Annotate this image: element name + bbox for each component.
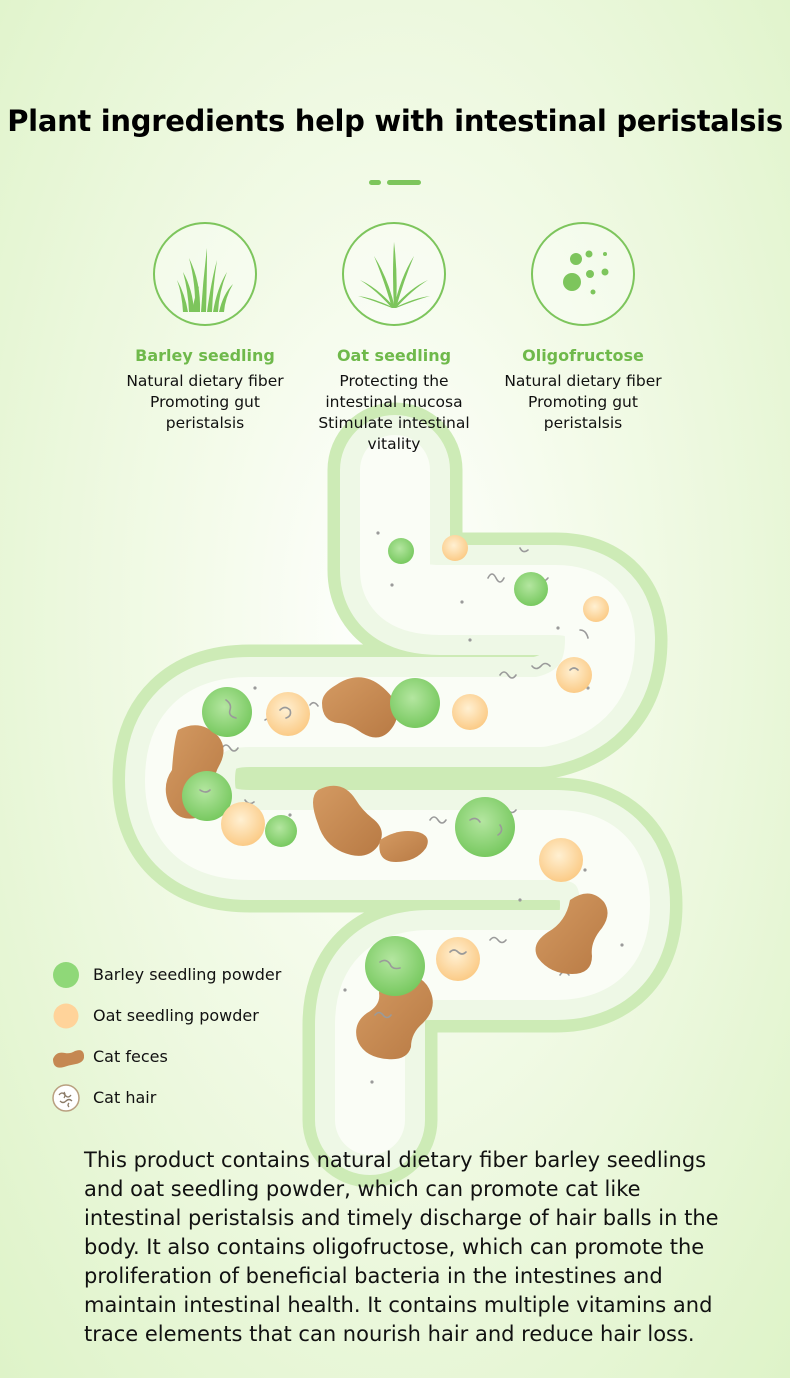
legend-item-feces: Cat feces <box>50 1036 281 1077</box>
ingredient-name: Oat seedling <box>336 346 452 365</box>
title-divider-short <box>369 180 381 185</box>
oat-powder-group <box>221 535 609 981</box>
oat-powder-particle-4 <box>266 692 310 736</box>
barley-powder-group <box>182 538 548 996</box>
ingredient-name: Oligofructose <box>522 346 644 365</box>
product-description: This product contains natural dietary fi… <box>84 1148 719 1346</box>
ingredient-oat-seedling: Oat seedling Protecting the intestinal m… <box>289 222 499 455</box>
cat-feces-4 <box>379 831 428 862</box>
ingredient-oligofructose: Oligofructose Natural dietary fiber Prom… <box>478 222 688 434</box>
feces-group <box>165 677 608 1060</box>
title-divider-long <box>387 180 421 185</box>
legend-item-barley: Barley seedling powder <box>50 954 281 995</box>
grass-icon <box>153 222 257 326</box>
ingredient-description: Protecting the intestinal mucosa Stimula… <box>318 372 470 453</box>
oat-powder-particle-6 <box>221 802 265 846</box>
ingredient-name: Barley seedling <box>135 346 275 365</box>
ingredient-description: Natural dietary fiber Promoting gut peri… <box>504 372 662 432</box>
page-title: Plant ingredients help with intestinal p… <box>7 104 783 138</box>
cat-feces-icon <box>53 1049 84 1068</box>
cat-hair-icon <box>52 1083 80 1112</box>
barley-powder-particle-8 <box>365 936 425 996</box>
oat-powder-particle-7 <box>539 838 583 882</box>
sprout-icon <box>342 222 446 326</box>
cat-feces-5 <box>535 893 608 974</box>
cat-feces-3 <box>313 785 382 856</box>
legend: Barley seedling powder Oat seedling powd… <box>50 954 281 1118</box>
cat-feces-1 <box>322 677 398 738</box>
ingredient-barley-seedling: Barley seedling Natural dietary fiber Pr… <box>100 222 310 434</box>
oat-powder-particle-2 <box>583 596 609 622</box>
barley-powder-particle-4 <box>390 678 440 728</box>
barley-powder-particle-7 <box>455 797 515 857</box>
oat-powder-particle-5 <box>452 694 488 730</box>
legend-item-oat: Oat seedling powder <box>50 995 281 1036</box>
barley-powder-particle-6 <box>265 815 297 847</box>
oat-powder-particle-1 <box>442 535 468 561</box>
barley-powder-particle-5 <box>182 771 232 821</box>
oat-powder-particle-8 <box>436 937 480 981</box>
barley-powder-particle-3 <box>202 687 252 737</box>
cat-feces-6 <box>356 974 433 1060</box>
barley-powder-particle-1 <box>388 538 414 564</box>
ingredient-description: Natural dietary fiber Promoting gut peri… <box>126 372 284 432</box>
dots-icon <box>531 222 635 326</box>
legend-item-hair: Cat hair <box>50 1077 281 1118</box>
oat-powder-icon <box>53 1003 79 1028</box>
barley-powder-particle-2 <box>514 572 548 606</box>
oat-powder-particle-3 <box>556 657 592 693</box>
barley-powder-icon <box>53 961 79 988</box>
